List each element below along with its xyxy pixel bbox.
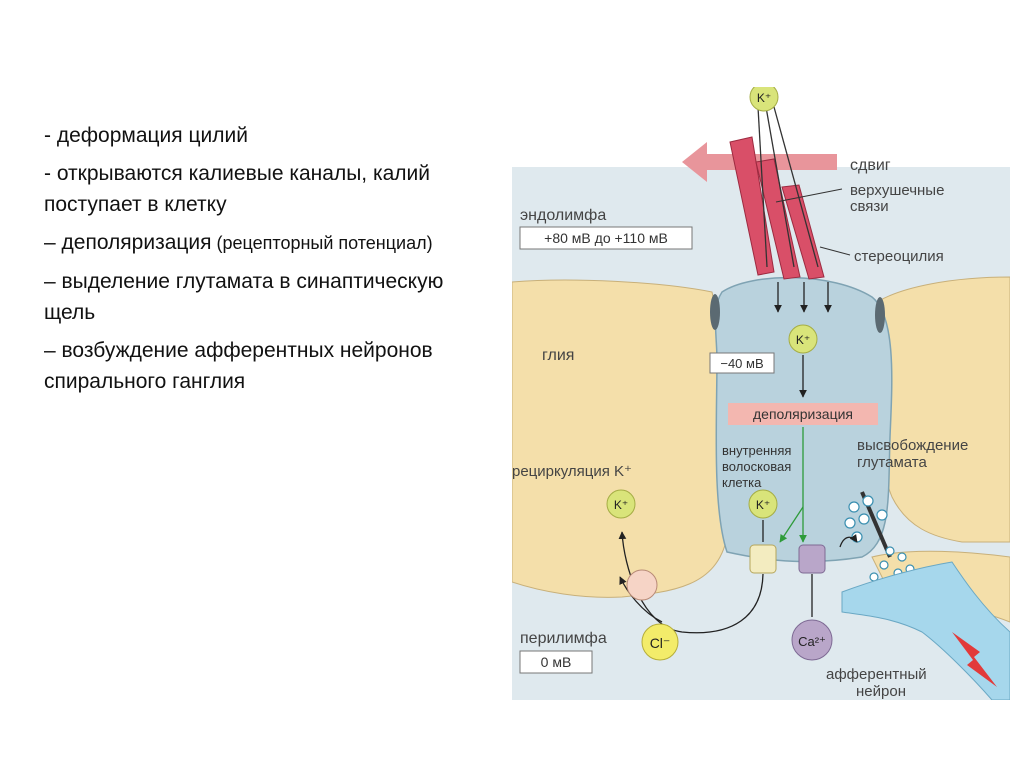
depolarization-box <box>728 403 878 425</box>
potassium-channel <box>749 544 777 574</box>
chloride-ion-label: Cl⁻ <box>650 635 671 651</box>
glia-label: глия <box>542 347 574 364</box>
potassium-ion-top-label: K⁺ <box>757 91 771 105</box>
recirculation-path <box>618 531 764 634</box>
glia-left <box>512 279 734 598</box>
text-block: - деформация цилий - открываются калиевы… <box>44 120 464 404</box>
potassium-ion-channel <box>748 489 778 519</box>
potassium-ion-top <box>749 87 779 112</box>
potassium-ion-recirculation-label: K⁺ <box>614 498 628 512</box>
calcium-channel <box>798 544 826 574</box>
tip-link-1 <box>757 106 768 268</box>
shift-label: сдвиг <box>850 157 891 174</box>
bullet-afferent-excitation: – возбуждение афферентных нейронов спира… <box>44 339 433 393</box>
hair-cell-diagram: K⁺ K⁺ −40 мВ деполяризация K⁺ K⁺ Cl⁻ Ca²… <box>512 87 1010 700</box>
hair-cell-label-1: внутренняя <box>722 443 791 458</box>
release-label-1: высвобождение <box>857 437 968 454</box>
stereocilia-label: стереоцилия <box>854 248 944 265</box>
hair-cell-label-3: клетка <box>722 475 762 490</box>
potassium-ion-cell-label: K⁺ <box>796 333 810 347</box>
bullet-glutamate-release: – выделение глутамата в синаптическую ще… <box>44 270 444 324</box>
hair-cell-label-2: волосковая <box>722 459 791 474</box>
tip-links-label-2: связи <box>850 198 889 215</box>
cell-voltage-label: −40 мВ <box>720 356 763 371</box>
right-junction <box>875 297 885 333</box>
action-potential-arrow <box>952 632 997 687</box>
stereocilia-bundle <box>729 136 825 280</box>
calcium-ion <box>791 619 833 661</box>
perilymph-voltage-box <box>519 650 593 674</box>
perilymph-voltage-label: 0 мВ <box>541 654 572 670</box>
left-junction <box>710 294 720 330</box>
cotransporter <box>626 569 658 601</box>
perilymph-label: перилимфа <box>520 630 607 647</box>
afferent-label-2: нейрон <box>856 683 906 700</box>
endolymph-voltage-label: +80 мВ до +110 мВ <box>544 230 668 246</box>
cell-voltage-box <box>709 352 775 374</box>
endolymph-voltage-box <box>519 226 693 250</box>
endolymph-label: эндолимфа <box>520 207 606 224</box>
depolarization-label: деполяризация <box>753 406 853 422</box>
tip-link-2 <box>765 106 795 268</box>
potassium-ion-channel-label: K⁺ <box>756 498 770 512</box>
bullet-depolarization: – деполяризация (рецепторный потенциал) <box>44 231 433 254</box>
tip-link-3 <box>773 106 819 268</box>
calcium-ion-label: Ca²⁺ <box>798 634 826 649</box>
bullet-potassium-channels: - открываются калиевые каналы, калий пос… <box>44 162 431 216</box>
release-label-2: глутамата <box>857 454 927 471</box>
potassium-ion-recirculation <box>606 489 636 519</box>
chloride-ion <box>641 623 679 661</box>
recirculation-label: рециркуляция K⁺ <box>512 463 632 480</box>
bullet-cilia-deformation: - деформация цилий <box>44 124 248 147</box>
potassium-ion-cell <box>788 324 818 354</box>
tip-links-label-1: верхушечные <box>850 182 944 199</box>
afferent-label-1: афферентный <box>826 666 927 683</box>
